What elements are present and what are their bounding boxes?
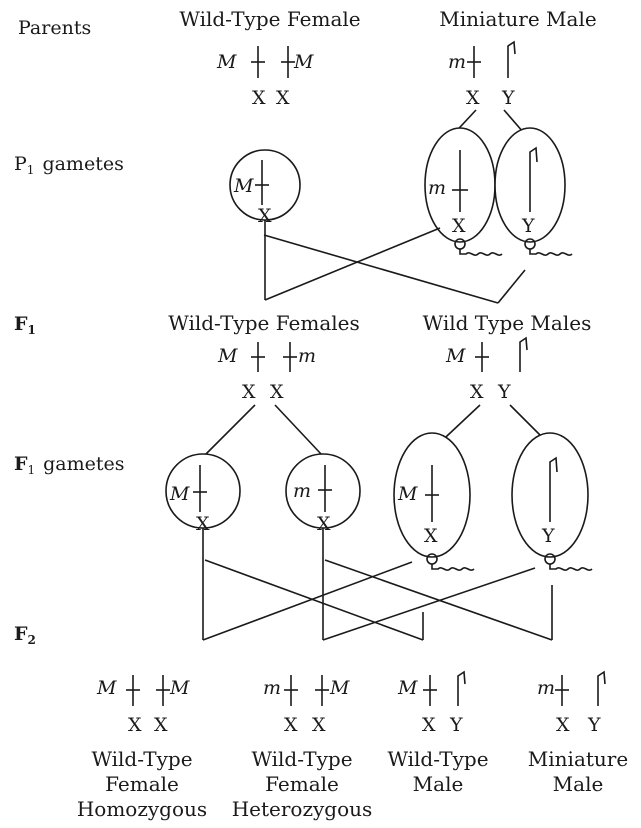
svg-text:M: M bbox=[96, 677, 117, 699]
svg-text:Y: Y bbox=[497, 381, 511, 403]
svg-text:X: X bbox=[270, 381, 284, 403]
svg-text:Y: Y bbox=[541, 525, 555, 547]
f1-female-genotype: M m X X bbox=[217, 342, 316, 403]
parent-female-genotype: M M X X bbox=[216, 46, 314, 109]
svg-text:X: X bbox=[276, 87, 290, 109]
f1-sperm-y: Y bbox=[511, 432, 593, 571]
f1-egg-M: M X bbox=[165, 453, 241, 535]
parent-female-title: Wild-Type Female bbox=[179, 7, 360, 31]
p1-egg: M X bbox=[229, 149, 301, 227]
svg-text:Wild-Type: Wild-Type bbox=[387, 747, 488, 771]
f1-female-title: Wild-Type Females bbox=[168, 311, 359, 335]
svg-text:Y: Y bbox=[449, 714, 463, 736]
svg-text:X: X bbox=[452, 215, 466, 237]
f2-label-1: Wild-Type Female Homozygous bbox=[77, 747, 207, 821]
f1-sperm-x: M X bbox=[393, 432, 475, 571]
svg-text:Miniature: Miniature bbox=[528, 747, 628, 771]
svg-text:X: X bbox=[317, 513, 331, 535]
parent-male-title: Miniature Male bbox=[439, 7, 596, 31]
svg-text:m: m bbox=[448, 51, 466, 73]
f1-male-genotype: M X Y bbox=[445, 336, 528, 403]
svg-text:X: X bbox=[252, 87, 266, 109]
svg-text:Wild-Type: Wild-Type bbox=[251, 747, 352, 771]
f2-genotype-1: M M X X bbox=[96, 675, 190, 736]
svg-text:X: X bbox=[470, 381, 484, 403]
svg-text:X: X bbox=[466, 87, 480, 109]
f2-genotype-3: M X Y bbox=[397, 670, 466, 736]
svg-text:X: X bbox=[128, 714, 142, 736]
svg-text:M: M bbox=[329, 677, 350, 699]
svg-text:m: m bbox=[428, 177, 446, 199]
svg-text:X: X bbox=[284, 714, 298, 736]
row-label-parents: Parents bbox=[18, 17, 91, 39]
p1-sperm-x: m X bbox=[424, 127, 503, 256]
row-label-f1: F1 bbox=[14, 313, 36, 337]
f1-male-title: Wild Type Males bbox=[423, 311, 592, 335]
svg-text:X: X bbox=[312, 714, 326, 736]
svg-text:Male: Male bbox=[413, 772, 464, 796]
svg-text:m: m bbox=[537, 677, 555, 699]
f2-label-4: Miniature Male bbox=[528, 747, 628, 796]
svg-text:Male: Male bbox=[553, 772, 604, 796]
svg-text:m: m bbox=[293, 480, 311, 502]
svg-text:Female: Female bbox=[105, 772, 179, 796]
svg-text:M: M bbox=[233, 175, 254, 197]
f2-label-2: Wild-Type Female Heterozygous bbox=[232, 747, 373, 821]
svg-text:M: M bbox=[293, 51, 314, 73]
f2-genotype-4: m X Y bbox=[537, 670, 606, 736]
svg-text:Homozygous: Homozygous bbox=[77, 797, 207, 821]
svg-text:X: X bbox=[424, 525, 438, 547]
svg-text:M: M bbox=[397, 483, 418, 505]
svg-text:Wild-Type: Wild-Type bbox=[91, 747, 192, 771]
svg-text:M: M bbox=[445, 345, 466, 367]
svg-text:M: M bbox=[217, 345, 238, 367]
svg-text:M: M bbox=[216, 51, 237, 73]
svg-text:M: M bbox=[397, 677, 418, 699]
svg-text:Y: Y bbox=[501, 87, 515, 109]
f1-egg-m: m X bbox=[285, 453, 361, 535]
svg-text:Y: Y bbox=[587, 714, 601, 736]
p1-sperm-y: Y bbox=[494, 127, 573, 256]
f2-label-3: Wild-Type Male bbox=[387, 747, 488, 796]
svg-text:M: M bbox=[169, 677, 190, 699]
parent-male-genotype: m X Y bbox=[448, 40, 516, 109]
svg-text:X: X bbox=[556, 714, 570, 736]
svg-text:m: m bbox=[298, 345, 316, 367]
svg-text:Y: Y bbox=[521, 215, 535, 237]
svg-text:X: X bbox=[154, 714, 168, 736]
svg-text:X: X bbox=[422, 714, 436, 736]
row-label-f2: F2 bbox=[14, 623, 36, 647]
svg-text:Female: Female bbox=[265, 772, 339, 796]
svg-text:M: M bbox=[169, 483, 190, 505]
svg-text:Heterozygous: Heterozygous bbox=[232, 797, 373, 821]
svg-text:X: X bbox=[196, 513, 210, 535]
svg-text:m: m bbox=[263, 677, 281, 699]
f2-genotype-2: m M X X bbox=[263, 675, 350, 736]
svg-text:X: X bbox=[242, 381, 256, 403]
svg-text:X: X bbox=[258, 205, 272, 227]
